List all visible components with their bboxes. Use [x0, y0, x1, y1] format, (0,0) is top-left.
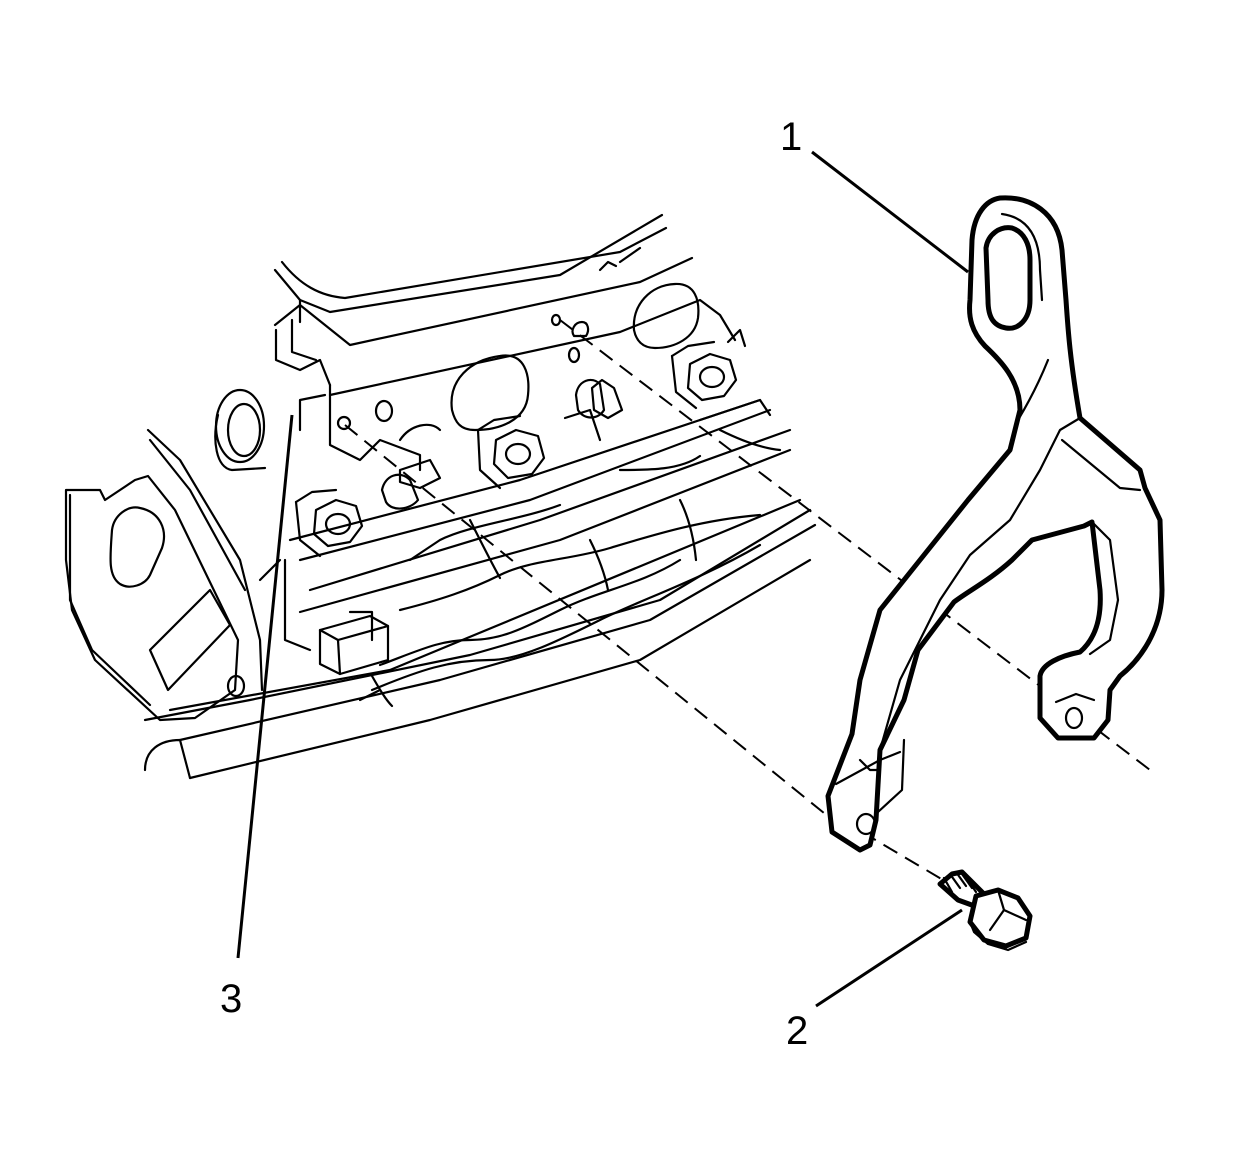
callout-2: 2 — [786, 908, 963, 1053]
callout-1: 1 — [780, 115, 969, 274]
callout-label-3: 3 — [220, 977, 242, 1021]
head-bolt-1 — [294, 488, 364, 558]
leader-line-3 — [236, 414, 294, 959]
alignment-line-bolt — [861, 831, 961, 891]
callout-3: 3 — [220, 414, 294, 1021]
leader-line-1 — [811, 150, 969, 274]
alignment-line-lower — [344, 424, 841, 827]
callout-label-2: 2 — [786, 1009, 808, 1053]
alignment-lines — [344, 319, 1151, 891]
leader-line-2 — [815, 908, 963, 1008]
callout-label-1: 1 — [780, 115, 802, 159]
bolt-illustration — [937, 869, 1033, 952]
cylinder-head-illustration — [64, 213, 817, 780]
bracket-illustration — [825, 195, 1165, 853]
head-bolt-2 — [476, 414, 546, 490]
head-bolt-3 — [670, 328, 747, 410]
